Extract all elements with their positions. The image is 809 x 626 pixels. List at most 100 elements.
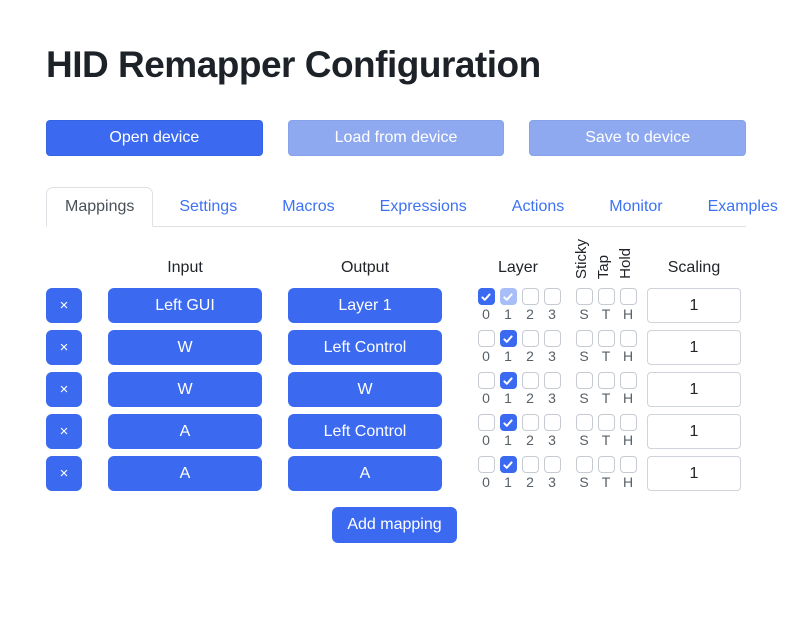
tab-expressions[interactable]: Expressions <box>379 198 467 215</box>
table-header: Input Output Layer Sticky Tap Hold Scali… <box>46 239 746 279</box>
output-button[interactable]: Left Control <box>288 330 442 366</box>
tab-settings[interactable]: Settings <box>179 198 238 215</box>
scaling-input[interactable] <box>647 372 741 408</box>
input-button[interactable]: W <box>108 330 262 366</box>
input-button[interactable]: A <box>108 456 262 492</box>
checkbox-column: S <box>575 288 593 322</box>
checkbox-label: 1 <box>504 390 512 407</box>
layer-3-checkbox[interactable] <box>543 456 561 474</box>
checkbox-column: 3 <box>543 288 561 322</box>
checkbox-label: H <box>622 474 634 491</box>
layer-0-checkbox[interactable] <box>477 372 495 390</box>
page-title: HID Remapper Configuration <box>46 44 541 85</box>
layer-2-checkbox[interactable] <box>521 330 539 348</box>
tap-checkbox[interactable] <box>597 414 615 432</box>
remove-mapping-button[interactable]: × <box>46 372 82 408</box>
checkbox-column: 0 <box>477 288 495 322</box>
layer-2-checkbox[interactable] <box>521 372 539 390</box>
hold-checkbox[interactable] <box>619 414 637 432</box>
checkbox-label: T <box>601 390 611 407</box>
layer-0-checkbox[interactable] <box>477 414 495 432</box>
output-column-header: Output <box>340 259 390 277</box>
tap-checkbox[interactable] <box>597 456 615 474</box>
checkbox-label: H <box>622 306 634 323</box>
sticky-checkbox[interactable] <box>575 372 593 390</box>
input-button[interactable]: W <box>108 372 262 408</box>
layer-3-checkbox[interactable] <box>543 288 561 306</box>
sticky-checkbox[interactable] <box>575 288 593 306</box>
checkbox-column: T <box>597 330 615 364</box>
layer-0-checkbox[interactable] <box>477 330 495 348</box>
tap-checkbox[interactable] <box>597 330 615 348</box>
input-button[interactable]: A <box>108 414 262 450</box>
sticky-checkbox[interactable] <box>575 456 593 474</box>
tab-examples[interactable]: Examples <box>707 198 778 215</box>
scaling-input[interactable] <box>647 330 741 366</box>
checkbox-label: S <box>579 306 589 323</box>
tap-checkbox[interactable] <box>597 372 615 390</box>
checkbox-column: S <box>575 330 593 364</box>
output-button[interactable]: Left Control <box>288 414 442 450</box>
hold-column-header: Hold <box>616 248 634 280</box>
layer-0-checkbox[interactable] <box>477 456 495 474</box>
remove-mapping-button[interactable]: × <box>46 456 82 492</box>
tab-macros[interactable]: Macros <box>282 198 335 215</box>
save-to-device-button[interactable]: Save to device <box>529 120 747 156</box>
open-device-button[interactable]: Open device <box>46 120 263 156</box>
layer-2-checkbox[interactable] <box>521 456 539 474</box>
checkbox-column: 2 <box>521 288 539 322</box>
tab-monitor[interactable]: Monitor <box>609 198 663 215</box>
scaling-input[interactable] <box>647 288 741 324</box>
layer-3-checkbox[interactable] <box>543 330 561 348</box>
sticky-checkbox[interactable] <box>575 330 593 348</box>
layer-1-checkbox[interactable] <box>499 288 517 306</box>
layer-1-checkbox[interactable] <box>499 330 517 348</box>
checkbox-column: 3 <box>543 414 561 448</box>
output-button[interactable]: A <box>288 456 442 492</box>
remove-mapping-button[interactable]: × <box>46 414 82 450</box>
input-button[interactable]: Left GUI <box>108 288 262 324</box>
layer-3-checkbox[interactable] <box>543 414 561 432</box>
checkbox-label: 3 <box>548 306 556 323</box>
checkbox-label: 3 <box>548 474 556 491</box>
hold-checkbox[interactable] <box>619 288 637 306</box>
sticky-checkbox[interactable] <box>575 414 593 432</box>
checkbox-label: S <box>579 390 589 407</box>
checkbox-column: 2 <box>521 414 539 448</box>
hold-checkbox[interactable] <box>619 330 637 348</box>
layer-0-checkbox[interactable] <box>477 288 495 306</box>
add-mapping-button[interactable]: Add mapping <box>332 507 457 544</box>
remove-mapping-button[interactable]: × <box>46 288 82 324</box>
checkbox-column: 0 <box>477 330 495 364</box>
layer-2-checkbox[interactable] <box>521 414 539 432</box>
tap-checkbox[interactable] <box>597 288 615 306</box>
tab-actions[interactable]: Actions <box>511 198 565 215</box>
tab-mappings[interactable]: Mappings <box>46 187 154 227</box>
checkbox-column: T <box>597 414 615 448</box>
remove-mapping-button[interactable]: × <box>46 330 82 366</box>
checkbox-column: 1 <box>499 456 517 490</box>
checkbox-column: 1 <box>499 288 517 322</box>
checkbox-label: S <box>579 348 589 365</box>
checkbox-label: S <box>579 432 589 449</box>
layer-1-checkbox[interactable] <box>499 372 517 390</box>
scaling-input[interactable] <box>647 456 741 492</box>
layer-3-checkbox[interactable] <box>543 372 561 390</box>
layer-1-checkbox[interactable] <box>499 456 517 474</box>
load-from-device-button[interactable]: Load from device <box>287 120 505 156</box>
checkbox-label: 0 <box>482 432 490 449</box>
output-button[interactable]: Layer 1 <box>288 288 442 324</box>
hold-checkbox[interactable] <box>619 372 637 390</box>
tap-column-header: Tap <box>594 254 612 280</box>
layer-1-checkbox[interactable] <box>499 414 517 432</box>
scaling-input[interactable] <box>647 414 741 450</box>
page: HID Remapper Configuration Open device L… <box>46 44 778 544</box>
checkbox-label: T <box>601 348 611 365</box>
layer-2-checkbox[interactable] <box>521 288 539 306</box>
hold-checkbox[interactable] <box>619 456 637 474</box>
checkbox-column: 3 <box>543 330 561 364</box>
checkbox-label: T <box>601 306 611 323</box>
output-button[interactable]: W <box>288 372 442 408</box>
